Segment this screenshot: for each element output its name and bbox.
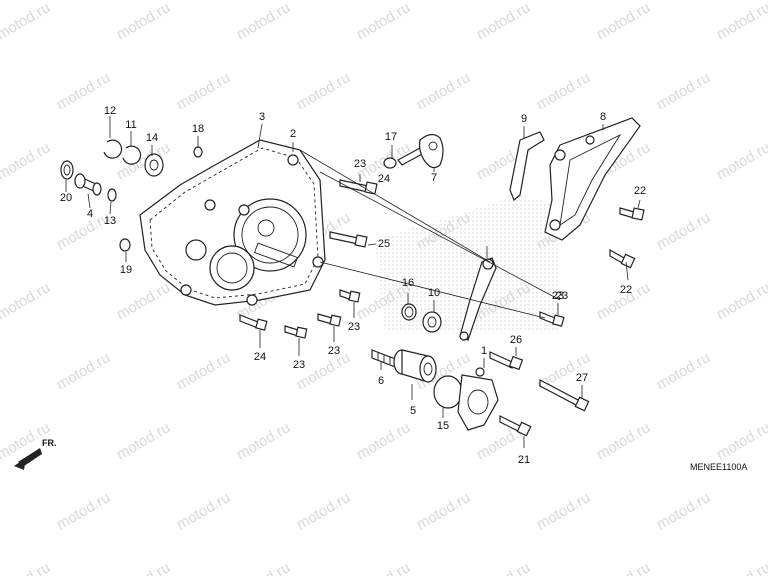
callout-27: 27 [576,372,588,384]
callout-1: 1 [481,345,487,357]
callout-4: 4 [87,208,93,220]
watermark-text: motod.ru [474,559,534,576]
seal-and-gear [401,303,442,333]
oil-filter-assembly [371,349,499,431]
watermark-text: motod.ru [714,139,768,183]
watermark-text: motod.ru [0,279,53,323]
watermark-text: motod.ru [234,419,294,463]
watermark-text: motod.ru [654,209,714,253]
callout-23: 23 [328,345,340,357]
watermark-text: motod.ru [654,69,714,113]
callout-2: 2 [290,128,296,140]
watermark-text: motod.ru [114,279,174,323]
callout-12: 12 [104,105,116,117]
watermark-text: motod.ru [534,489,594,533]
watermark-text: motod.ru [354,559,414,576]
leader-lines [65,116,641,448]
watermark-text: motod.ru [474,0,534,43]
watermark-text: motod.ru [714,559,768,576]
callout-26: 26 [510,334,522,346]
watermark-text: motod.ru [594,419,654,463]
watermark-text: motod.ru [54,489,114,533]
callout-5: 5 [410,405,416,417]
background-logo-shape [375,195,560,330]
watermark-text: motod.ru [594,559,654,576]
watermark-text: motod.ru [354,419,414,463]
crankcase-cover [139,139,326,306]
callout-21: 21 [518,454,530,466]
callout-11: 11 [125,119,136,131]
watermark-text: motod.ru [294,489,354,533]
bolts [239,179,645,437]
callout-10: 10 [428,287,440,299]
watermark-text: motod.ru [714,419,768,463]
watermark-text: motod.ru [654,349,714,393]
callout-23: 23 [552,290,564,302]
callout-8: 8 [600,111,606,123]
callout-15: 15 [437,420,449,432]
callout-16: 16 [402,277,414,289]
callout-14: 14 [146,132,158,144]
watermark-text: motod.ru [114,0,174,43]
watermark-text: motod.ru [714,279,768,323]
callout-13: 13 [104,215,116,227]
watermark-text: motod.ru [294,349,354,393]
callout-numbers: 1234567891011121314151617181920212222232… [60,105,646,466]
watermark-text: motod.ru [0,139,53,183]
watermark-text: motod.ru [114,559,174,576]
chain-guard-bracket [509,117,641,241]
watermark-text: motod.ru [0,559,53,576]
watermark-text: motod.ru [714,0,768,43]
callout-24: 24 [254,351,266,363]
callout-22: 22 [620,284,632,296]
watermark-text: motod.ru [654,489,714,533]
oil-dipstick [383,133,444,169]
callout-22: 22 [634,185,646,197]
callout-6: 6 [378,375,384,387]
watermark-text: motod.ru [114,419,174,463]
front-marker-label: FR. [42,438,57,448]
shift-arm [459,257,497,341]
small-parts-left [60,139,203,252]
watermark-text: motod.ru [354,0,414,43]
watermark-text: motod.ru [114,139,174,183]
watermark-text: motod.ru [294,69,354,113]
watermark-text: motod.ru [0,0,53,43]
callout-23: 23 [354,158,366,170]
callout-20: 20 [60,192,72,204]
watermark-text: motod.ru [414,489,474,533]
watermark-text: motod.ru [234,559,294,576]
callout-3: 3 [259,111,265,123]
watermark-text: motod.ru [594,0,654,43]
callout-23: 23 [348,321,360,333]
watermark-text: motod.ru [414,69,474,113]
diagram-code: MENEE1100A [690,462,747,472]
watermark-text: motod.ru [534,69,594,113]
watermark-text: motod.ru [234,0,294,43]
callout-25: 25 [378,238,390,250]
callout-7: 7 [431,172,437,184]
watermark-text: motod.ru [174,69,234,113]
front-marker: FR. [14,438,57,470]
callout-18: 18 [192,123,204,135]
callout-23: 23 [293,359,305,371]
callout-17: 17 [385,131,397,143]
callout-9: 9 [521,113,527,125]
watermark-text: motod.ru [174,489,234,533]
watermark-text: motod.ru [54,349,114,393]
callout-19: 19 [120,264,132,276]
watermark-text: motod.ru [174,349,234,393]
callout-23: 23 [556,290,568,302]
callout-24: 24 [378,173,390,185]
